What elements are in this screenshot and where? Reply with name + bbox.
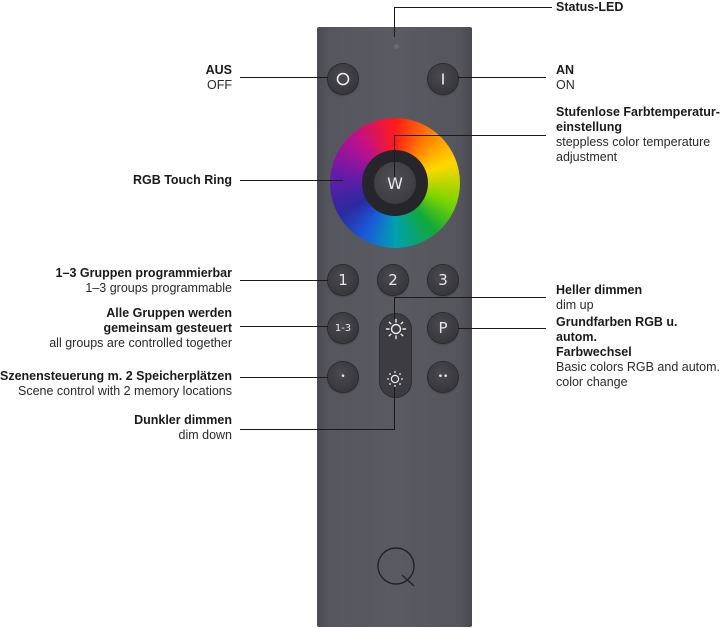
status-led-icon — [394, 44, 399, 49]
off-subtitle: OFF — [207, 78, 232, 92]
all-groups-subtitle: all groups are controlled together — [49, 336, 232, 350]
dim-up-subtitle: dim up — [556, 298, 594, 312]
leader-line-status-led-h — [394, 7, 552, 8]
dimmer-rocker — [379, 313, 412, 398]
program-title-1: Grundfarben RGB u. autom. — [556, 315, 678, 344]
scene-2-button[interactable]: •• — [428, 362, 458, 392]
status-led-title: Status-LED — [556, 0, 624, 14]
power-on-icon — [442, 73, 444, 85]
on-button[interactable] — [428, 64, 458, 94]
color-temp-subtitle-1: steppless color temperature — [556, 135, 711, 149]
label-off: AUS OFF — [206, 63, 232, 93]
dim-down-subtitle: dim down — [178, 428, 233, 442]
scene-title: Szenensteuerung m. 2 Speicherplätzen — [0, 369, 233, 383]
group-2-button[interactable]: 2 — [378, 265, 408, 295]
all-groups-title-2: gemeinsam gesteuert — [103, 321, 232, 335]
leader-line-dim-down-v — [394, 387, 395, 429]
sun-large-icon — [385, 318, 406, 339]
leader-line-scene — [240, 377, 328, 378]
group-1-label: 1 — [338, 271, 348, 289]
touch-ring-title: RGB Touch Ring — [132, 173, 232, 187]
dim-up-title: Heller dimmen — [556, 283, 643, 297]
group-2-label: 2 — [388, 271, 398, 289]
sun-small-icon — [387, 371, 403, 387]
leader-line-white-h — [394, 135, 546, 136]
program-label: P — [438, 319, 448, 337]
label-dim-down: Dunkler dimmen dim down — [134, 413, 232, 443]
label-groups: 1–3 Gruppen programmierbar 1–3 groups pr… — [56, 266, 232, 296]
leader-line-all-groups — [240, 326, 328, 327]
program-subtitle-2: color change — [556, 375, 628, 389]
leader-line-on — [458, 77, 546, 78]
scene-1-label: • — [340, 372, 346, 382]
leader-line-status-led — [394, 7, 395, 37]
leader-line-dim-up-h — [394, 297, 546, 298]
leader-line-dim-down-h — [240, 429, 395, 430]
group-1-button[interactable]: 1 — [328, 265, 358, 295]
leader-line-groups — [240, 280, 328, 281]
all-groups-title-1: Alle Gruppen werden — [106, 306, 232, 320]
white-button-label: W — [387, 173, 403, 193]
scene-2-label: •• — [437, 372, 449, 382]
off-button[interactable] — [328, 64, 358, 94]
leader-line-dim-up-v — [394, 297, 395, 319]
program-title-2: Farbwechsel — [556, 345, 632, 359]
groups-title: 1–3 Gruppen programmierbar — [55, 266, 232, 280]
label-program: Grundfarben RGB u. autom. Farbwechsel Ba… — [556, 315, 720, 390]
leader-line-white-v — [394, 135, 395, 177]
color-temp-subtitle-2: adjustment — [556, 150, 618, 164]
power-off-icon — [336, 72, 350, 86]
scene-subtitle: Scene control with 2 memory locations — [18, 384, 232, 398]
all-groups-button[interactable]: 1-3 — [328, 313, 358, 343]
off-title: AUS — [205, 63, 232, 77]
groups-subtitle: 1–3 groups programmable — [85, 281, 232, 295]
dim-down-button[interactable] — [385, 369, 405, 389]
label-touch-ring: RGB Touch Ring — [133, 173, 232, 188]
color-temp-title-2: einstellung — [556, 120, 622, 134]
on-title: AN — [556, 63, 575, 77]
on-subtitle: ON — [556, 78, 575, 92]
label-color-temp: Stufenlose Farbtemperatur- einstellung s… — [556, 105, 720, 165]
program-button[interactable]: P — [428, 313, 458, 343]
leader-line-program — [458, 328, 546, 329]
label-all-groups: Alle Gruppen werden gemeinsam gesteuert … — [49, 306, 232, 351]
scene-1-button[interactable]: • — [328, 362, 358, 392]
label-scene: Szenensteuerung m. 2 Speicherplätzen Sce… — [0, 369, 232, 399]
label-status-led: Status-LED — [556, 0, 623, 15]
q-logo-icon — [377, 547, 415, 587]
group-3-button[interactable]: 3 — [428, 265, 458, 295]
leader-line-touch-ring — [240, 180, 343, 181]
dim-up-button[interactable] — [383, 316, 408, 341]
label-on: AN ON — [556, 63, 575, 93]
label-dim-up: Heller dimmen dim up — [556, 283, 642, 313]
dim-down-title: Dunkler dimmen — [134, 413, 232, 427]
group-3-label: 3 — [438, 271, 448, 289]
all-groups-label: 1-3 — [334, 322, 352, 334]
color-temp-title-1: Stufenlose Farbtemperatur- — [556, 105, 720, 119]
white-button[interactable]: W — [374, 162, 416, 204]
program-subtitle-1: Basic colors RGB and autom. — [556, 360, 720, 374]
leader-line-off — [240, 77, 328, 78]
